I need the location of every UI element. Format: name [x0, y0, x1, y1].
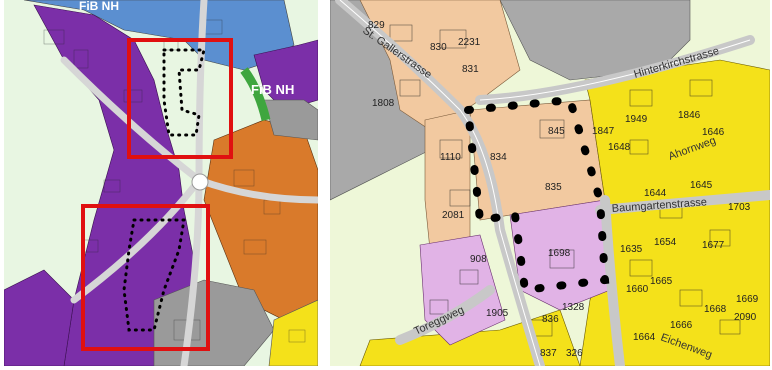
parcel-number: 834: [490, 152, 507, 163]
parcel-number: 836: [542, 314, 559, 325]
parcel-number: 1110: [440, 152, 461, 163]
parcel-number: 837: [540, 348, 557, 359]
parcel-number: 2090: [734, 312, 757, 323]
zone-blue-top: [23, 0, 295, 71]
right-zoning-map: St. Gallerstrasse Hinterkirchstrasse Tor…: [330, 0, 770, 366]
parcel-number: 1664: [633, 332, 656, 343]
parcel-number: 2231: [458, 37, 481, 48]
roundabout: [191, 173, 209, 191]
zone-label-top: FiB NH: [79, 0, 119, 13]
road-centerlines: [339, 0, 751, 366]
parcel-number: 831: [462, 64, 479, 75]
parcel-number: 908: [470, 254, 487, 265]
parcel-number: 1666: [670, 320, 693, 331]
parcel-number: 1669: [736, 294, 759, 305]
parcel-number: 1949: [625, 114, 648, 125]
zone-label-right: FiB NH: [251, 82, 294, 97]
left-zoning-map: FiB NH FiB NH: [4, 0, 318, 366]
highlight-box-top: [127, 38, 233, 159]
parcel-number: 1328: [562, 302, 585, 313]
parcel-number: 1847: [592, 126, 615, 137]
zone-yellow: [268, 299, 318, 366]
right-map-panel: St. Gallerstrasse Hinterkirchstrasse Tor…: [330, 0, 770, 366]
parcel-number: 845: [548, 126, 565, 137]
parcel-number: 326: [566, 348, 583, 359]
parcel-number: 1660: [626, 284, 649, 295]
zone-gray-north: [263, 99, 318, 141]
parcel-number: 1698: [548, 248, 571, 259]
parcel-number: 1905: [486, 308, 509, 319]
green-strip: [240, 67, 271, 122]
parcel-number: 1703: [728, 202, 751, 213]
parcel-number: 2081: [442, 210, 465, 221]
parcel-number: 1677: [702, 240, 725, 251]
parcel-number: 1645: [690, 180, 713, 191]
parcel-number: 1665: [650, 276, 673, 287]
parcel-number: 1646: [702, 127, 725, 138]
parcel-number: 1668: [704, 304, 727, 315]
parcel-number: 1808: [372, 98, 395, 109]
parcel-number: 1635: [620, 244, 643, 255]
zone-tan-west: [424, 109, 471, 251]
zone-purple-east: [253, 39, 318, 111]
parcel-number: 835: [545, 182, 562, 193]
parcel-number: 1644: [644, 188, 667, 199]
dotted-area-top: [162, 48, 206, 137]
parcel-number: 1846: [678, 110, 701, 121]
left-map-panel: FiB NH FiB NH: [4, 0, 318, 366]
parcel-number: 829: [368, 20, 385, 31]
zone-purple-sw: [4, 269, 75, 366]
parcel-number: 830: [430, 42, 447, 53]
highlight-box-bottom: [81, 204, 210, 351]
zone-yellow: [579, 59, 770, 366]
parcel-number: 1648: [608, 142, 631, 153]
dotted-area-parcel: [463, 95, 610, 295]
parcel-number: 1654: [654, 237, 677, 248]
